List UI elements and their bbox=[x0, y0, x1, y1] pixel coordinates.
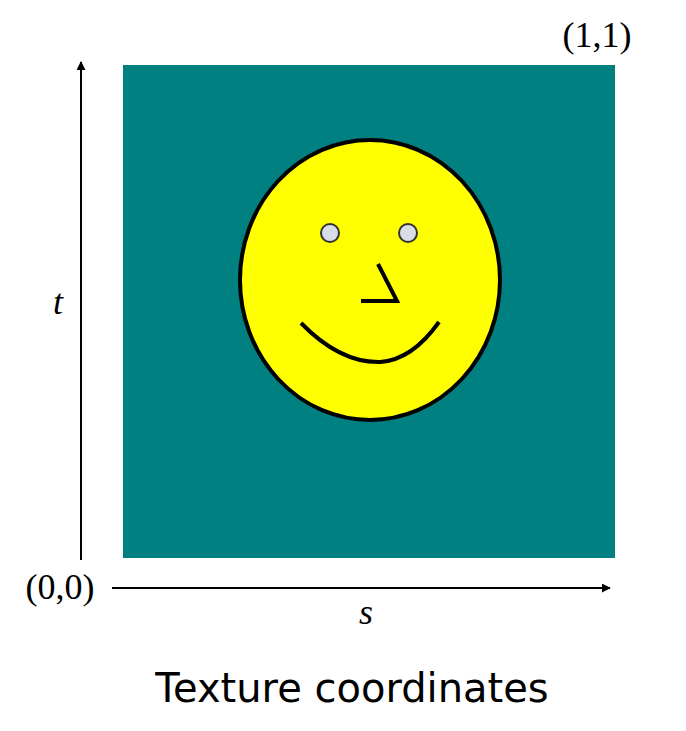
smile bbox=[301, 322, 439, 362]
axis-name: t bbox=[53, 284, 63, 320]
figure-caption: Texture coordinates bbox=[155, 668, 548, 708]
corner-coordinate: (0,0) bbox=[26, 569, 95, 605]
nose bbox=[361, 264, 397, 301]
corner-coordinate: (1,1) bbox=[563, 17, 632, 53]
right-eye bbox=[399, 224, 417, 242]
t-axis bbox=[80, 62, 82, 560]
axis-name: s bbox=[359, 594, 373, 630]
s-axis bbox=[112, 587, 610, 589]
left-eye bbox=[321, 224, 339, 242]
texture-square bbox=[123, 65, 615, 558]
smiley-face bbox=[240, 140, 500, 420]
